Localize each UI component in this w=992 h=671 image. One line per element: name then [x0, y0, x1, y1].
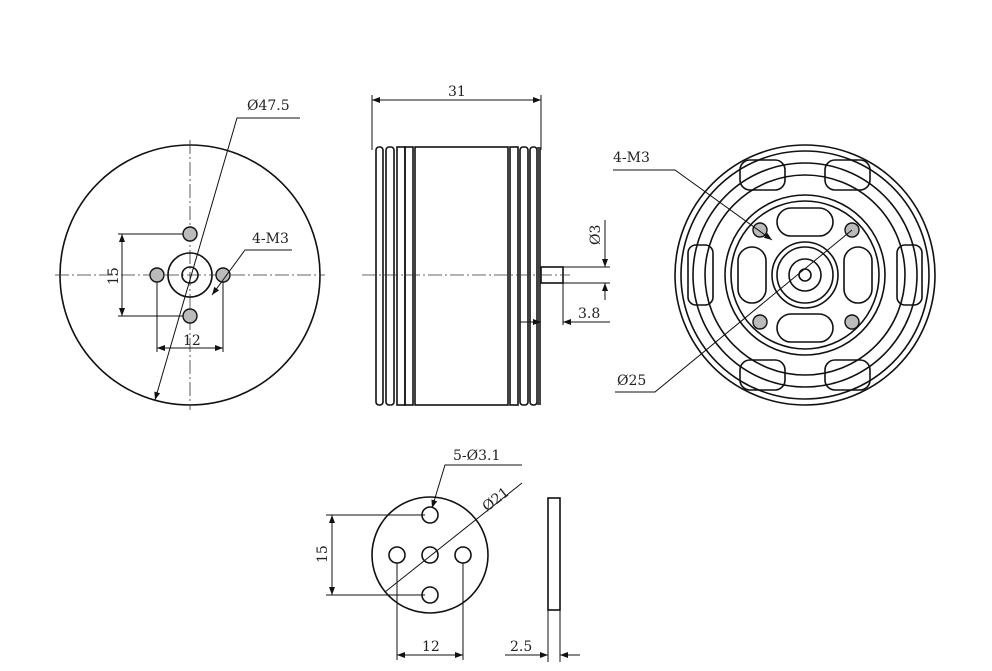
front-holes-label: 4-M3 [252, 231, 289, 247]
side-length-dim: 31 [448, 84, 466, 100]
front-horizontal-dim: 12 [183, 333, 201, 349]
rear-holes-label: 4-M3 [613, 150, 650, 166]
front-diameter-label: Ø47.5 [247, 98, 290, 114]
adapter-vertical-dim: 15 [315, 545, 331, 563]
adapter-holes-label: 5-Ø3.1 [453, 448, 500, 464]
adapter-horizontal-dim: 12 [422, 639, 440, 655]
front-view: Ø47.5 4-M3 15 12 [55, 98, 325, 410]
rear-view: 4-M3 Ø25 [613, 144, 936, 406]
shaft-length-dim: 3.8 [578, 306, 600, 322]
rear-bolt-circle-label: Ø25 [617, 373, 646, 389]
shaft-diameter-dim: Ø3 [588, 225, 604, 245]
adapter-thickness-dim: 2.5 [510, 639, 532, 655]
adapter-diameter-label: Ø21 [480, 485, 513, 516]
front-vertical-dim: 15 [106, 267, 122, 285]
prop-adapter-view: 5-Ø3.1 Ø21 15 12 2.5 [315, 448, 580, 662]
side-view: 31 Ø3 3.8 [362, 84, 610, 406]
